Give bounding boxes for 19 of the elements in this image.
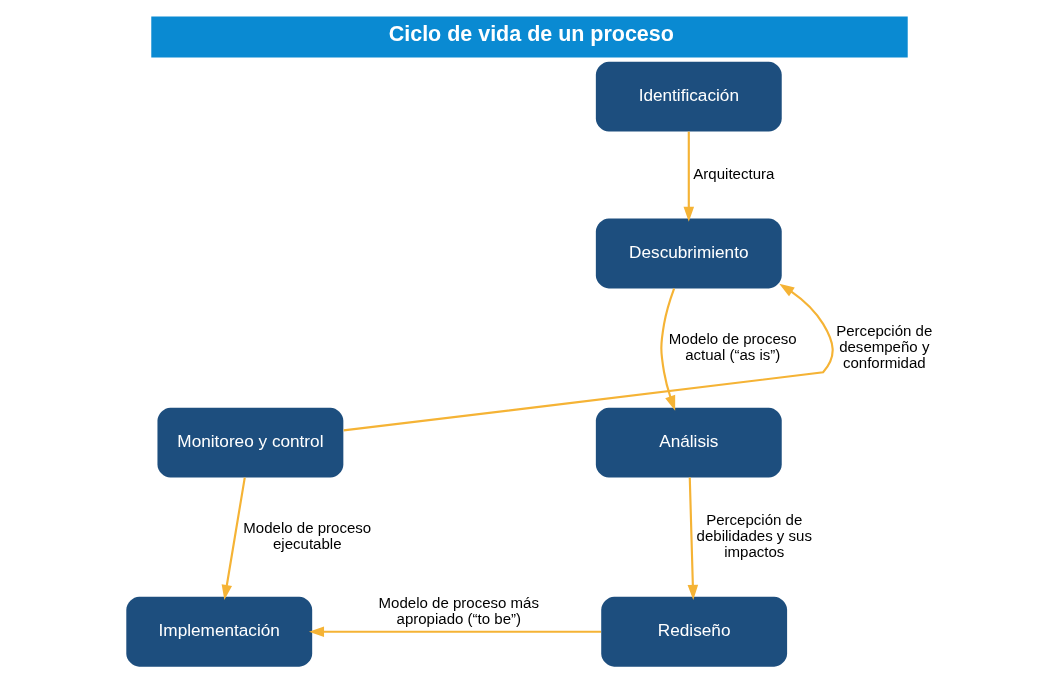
node-box: Análisis <box>595 407 782 478</box>
arrow <box>343 283 834 432</box>
node-box: Implementación <box>126 596 313 667</box>
node-box: Descubrimiento <box>595 218 782 289</box>
edge-label: Percepción de debilidades y sus impactos <box>696 511 812 561</box>
node-box: Monitoreo y control <box>157 407 344 478</box>
edge-label: Modelo de proceso ejecutable <box>243 519 372 553</box>
edge-label: Percepción de desempeño y conformidad <box>836 321 933 372</box>
arrow <box>683 131 695 222</box>
arrow <box>308 626 601 638</box>
edge-label: Modelo de proceso más apropiado (“to be”) <box>378 594 540 628</box>
diagram-title: Ciclo de vida de un proceso <box>388 22 674 47</box>
node-box: Identificación <box>595 61 782 132</box>
arrow <box>660 288 676 411</box>
node-box: Rediseño <box>601 596 788 667</box>
arrow <box>221 477 246 600</box>
edge-label: Arquitectura <box>693 165 775 183</box>
edge-label: Modelo de proceso actual (“as is”) <box>668 330 797 364</box>
arrow <box>687 477 699 600</box>
